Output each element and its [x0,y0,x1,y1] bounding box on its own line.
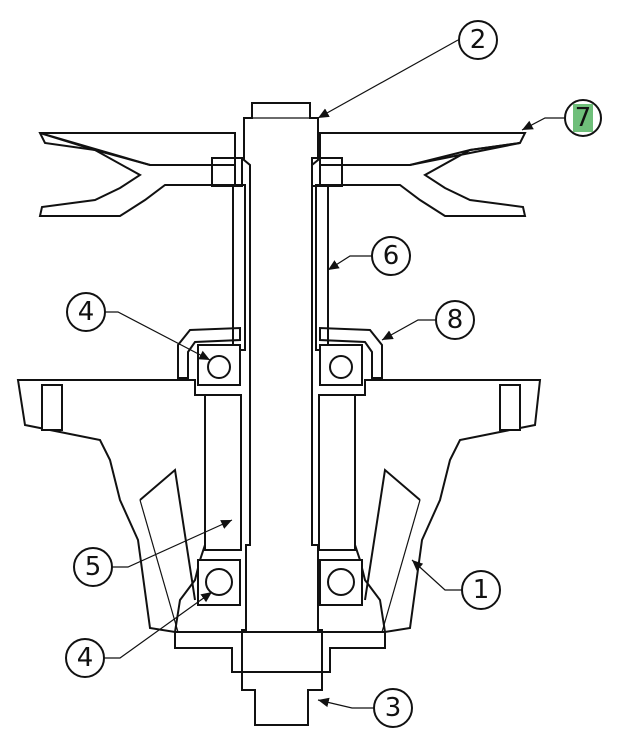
upper-bearing-left [197,344,241,386]
callout-5: 5 [73,547,113,587]
callout-4-upper: 4 [66,292,106,332]
callout-4-lower: 4 [65,638,105,678]
callout-1-label: 1 [473,575,490,605]
callout-2: 2 [458,20,498,60]
callout-4-upper-label: 4 [78,297,95,327]
callout-6-label: 6 [383,241,400,271]
callout-3-label: 3 [385,693,402,723]
callout-6: 6 [371,236,411,276]
bearing-cap [177,326,383,379]
callout-2-label: 2 [470,25,487,55]
callout-7: 7 [564,99,602,137]
spacer-sleeve [232,184,329,351]
callout-8-label: 8 [447,305,464,335]
callout-1: 1 [461,570,501,610]
lower-bearing-right [319,559,363,606]
callout-3: 3 [373,688,413,728]
spindle-housing [16,379,542,673]
callout-7-label: 7 [575,103,592,133]
callout-7-highlight [573,104,593,132]
upper-bearing-right [319,344,363,386]
callout-8: 8 [435,300,475,340]
pulley [38,132,527,217]
callout-5-label: 5 [85,552,102,582]
spindle-shaft [241,102,323,726]
leader-lines [104,39,565,709]
callout-4-lower-label: 4 [77,643,94,673]
